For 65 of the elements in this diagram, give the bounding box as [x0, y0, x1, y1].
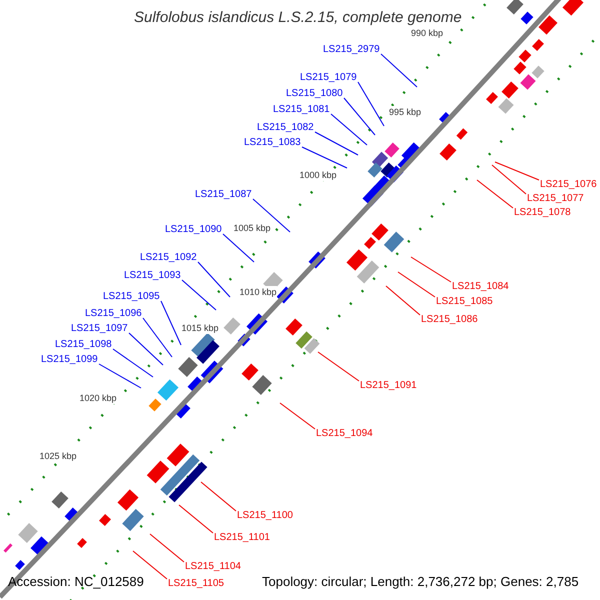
gene-label: LS215_1101: [214, 531, 270, 544]
leader-line: [358, 82, 384, 126]
leader-line: [98, 364, 142, 388]
accession-text: Accession: NC_012589: [8, 574, 144, 590]
gene-label: LS215_1091: [360, 379, 417, 392]
scale-label: 1010 kbp: [240, 286, 277, 298]
leader-line: [198, 262, 230, 298]
leader-line: [182, 280, 216, 310]
gene-label: LS215_1076: [540, 178, 597, 191]
scale-label: 1000 kbp: [300, 169, 337, 181]
gene-label: LS215_1080: [286, 87, 343, 100]
gene-label: LS215_1085: [436, 295, 493, 308]
leader-line: [160, 300, 182, 346]
leader-line: [476, 180, 514, 208]
leader-line: [252, 198, 290, 232]
leader-line: [142, 318, 172, 358]
leader-line: [380, 54, 418, 88]
gene-label: LS215_1100: [237, 509, 293, 522]
gene-label: LS215_1084: [452, 280, 509, 293]
scale-label: 1005 kbp: [234, 222, 271, 234]
scale-label: 1025 kbp: [40, 450, 77, 462]
topology-text: Topology: circular; Length: 2,736,272 bp; Genes: 2,785: [262, 574, 579, 590]
gene-label: LS215_1081: [273, 103, 330, 116]
gene-label: LS215_1095: [103, 290, 160, 303]
gene-label: LS215_1096: [85, 307, 142, 320]
gene-label: LS215_1079: [300, 71, 357, 84]
scale-label: 990 kbp: [411, 27, 444, 39]
scale-label: 1015 kbp: [182, 322, 219, 334]
title: Sulfolobus islandicus L.S.2.15, complete genome: [134, 9, 462, 27]
gene-label: LS215_1094: [316, 427, 373, 440]
gene-label: LS215_1087: [195, 188, 252, 201]
gene-label: LS215_1078: [514, 206, 571, 219]
leader-line: [386, 286, 420, 316]
gene-label: LS215_1092: [140, 251, 197, 264]
leader-line: [128, 332, 164, 366]
leader-line: [112, 348, 154, 378]
gene-label: LS215_1077: [527, 192, 584, 205]
leader-line: [494, 162, 540, 180]
leader-line: [344, 98, 376, 136]
leader-line: [302, 146, 348, 168]
leader-line: [280, 402, 316, 430]
leader-line: [178, 504, 214, 534]
gene-label: LS215_1083: [244, 136, 301, 149]
leader-line: [318, 352, 360, 382]
leader-line: [222, 234, 254, 262]
gene-label: LS215_1090: [165, 223, 222, 236]
gene-label: LS215_1098: [55, 338, 112, 351]
leader-line: [132, 550, 168, 580]
leader-line: [200, 482, 236, 512]
leader-line: [150, 534, 184, 562]
leader-line: [492, 164, 526, 194]
leader-line: [330, 114, 368, 146]
leader-line: [398, 272, 436, 298]
gene-label: LS215_1097: [71, 322, 128, 335]
scale-label: 1020 kbp: [80, 392, 117, 404]
leader-line: [410, 256, 452, 282]
scale-label: 995 kbp: [389, 106, 422, 118]
gene-label: LS215_2979: [323, 43, 380, 56]
gene-label: LS215_1104: [185, 560, 241, 573]
gene-label: LS215_1082: [257, 121, 314, 134]
gene-label: LS215_1086: [421, 313, 478, 326]
gene-label: LS215_1099: [41, 353, 98, 366]
gene-label: LS215_1093: [124, 269, 181, 282]
leader-line: [314, 132, 358, 156]
gene-label: LS215_1105: [168, 577, 224, 590]
